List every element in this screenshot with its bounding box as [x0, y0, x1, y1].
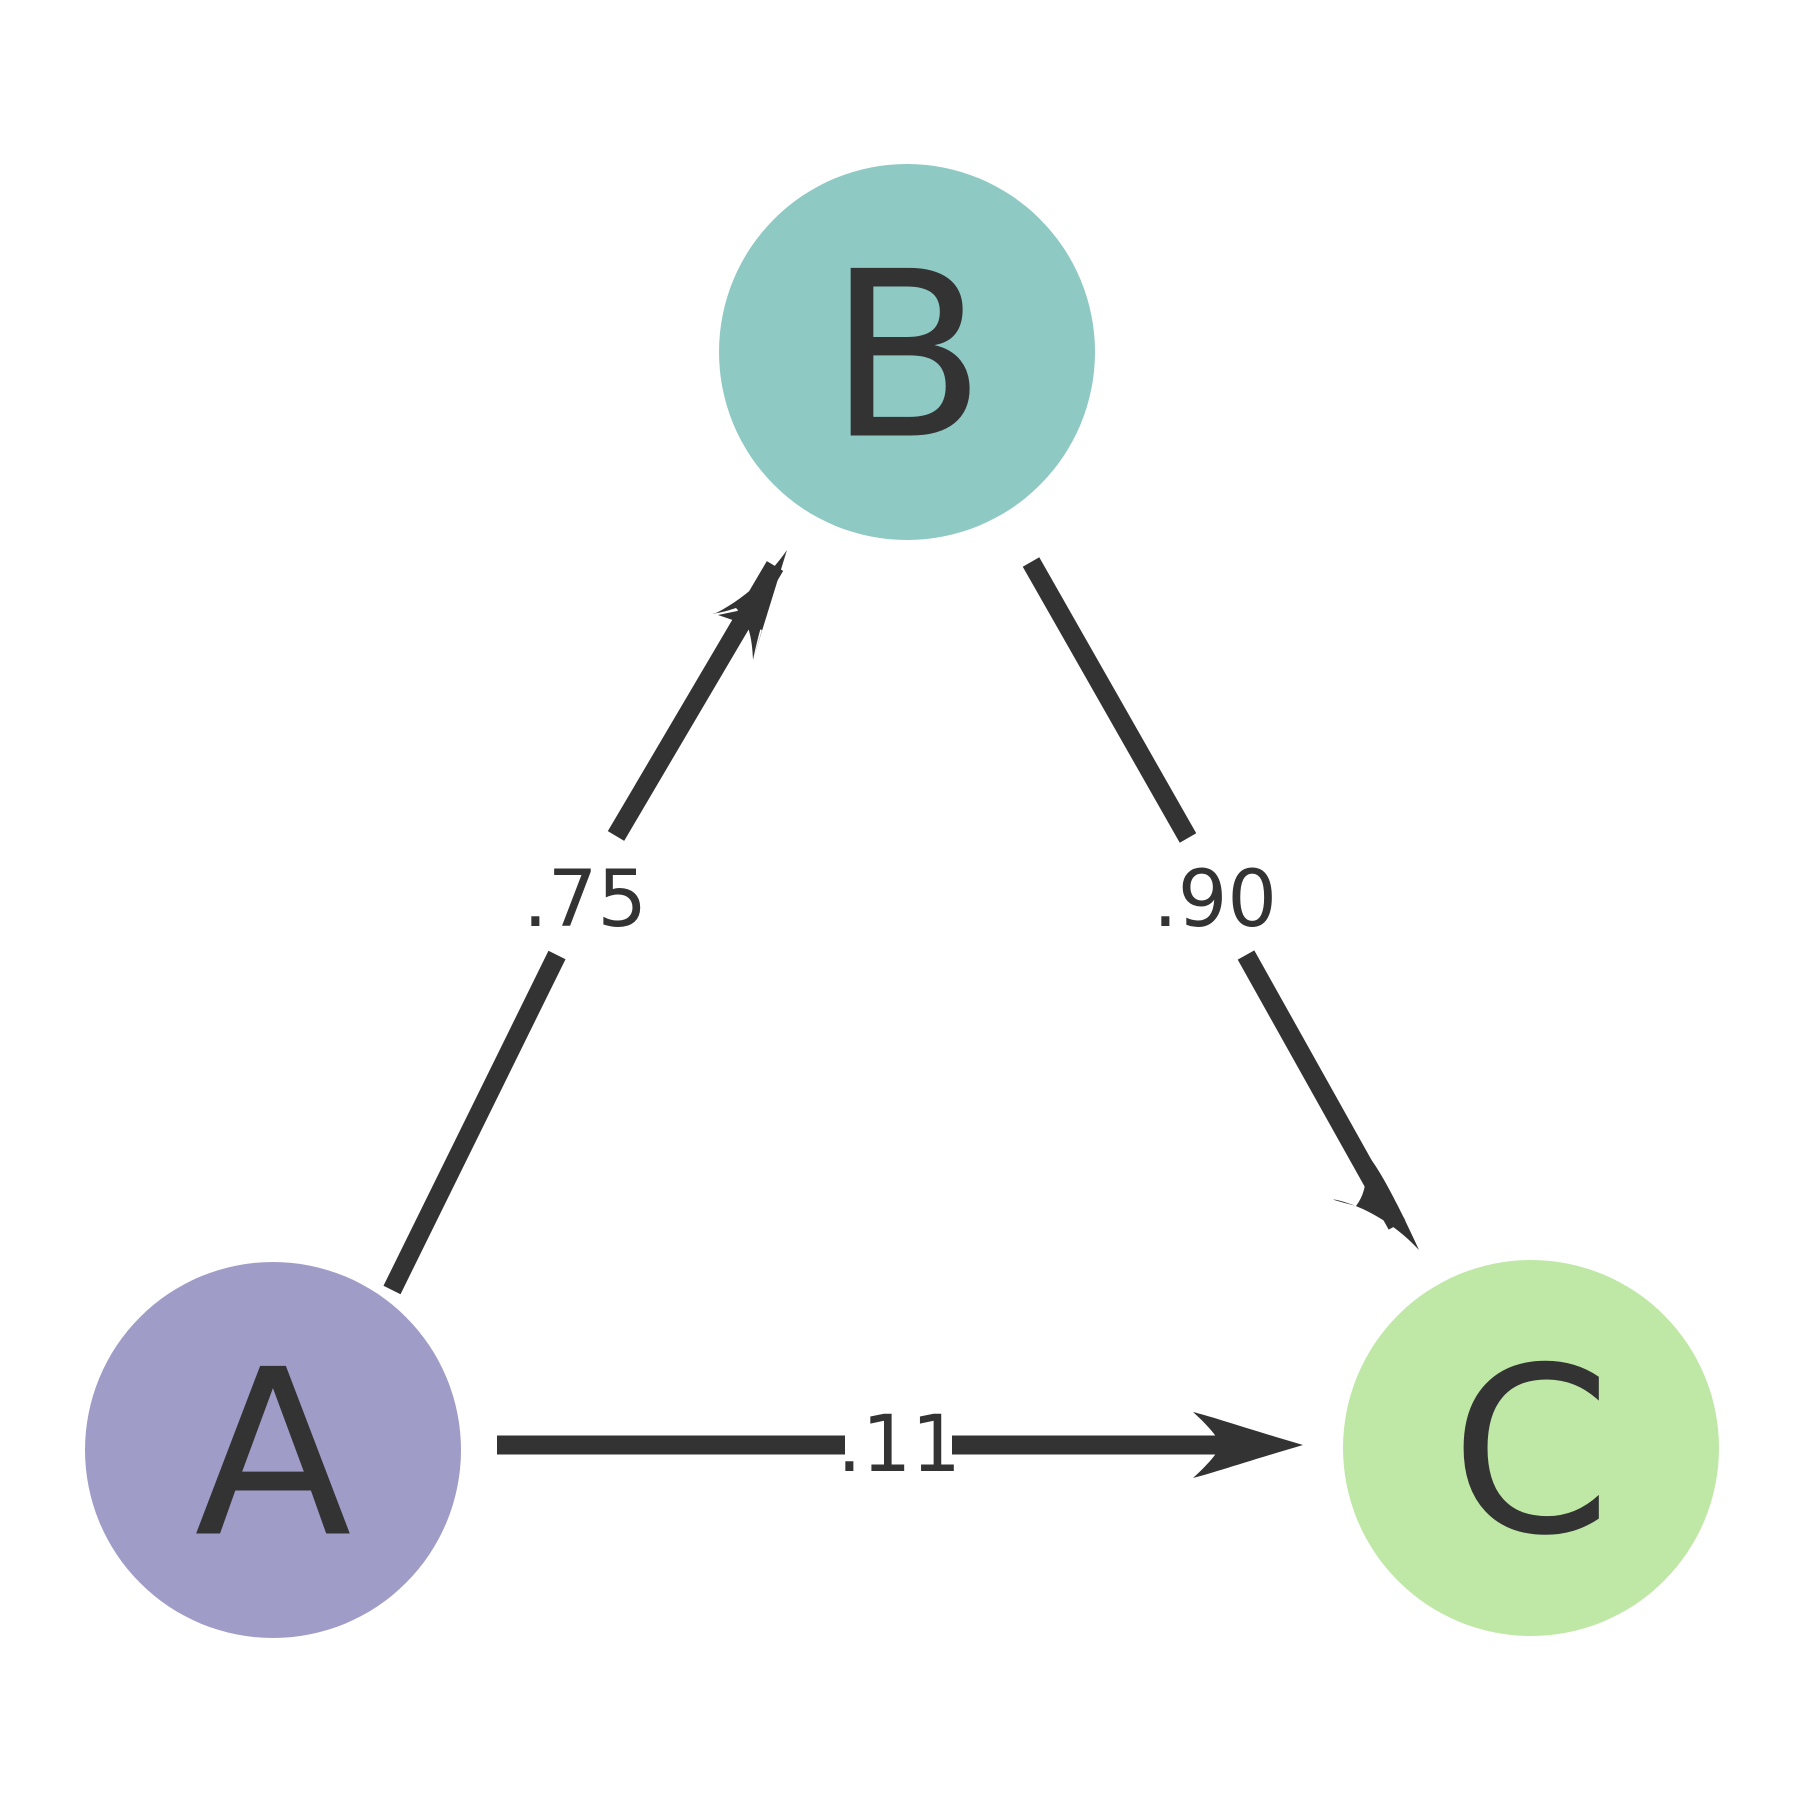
edge-a-to-b[interactable]: .75 [383, 550, 787, 1295]
node-b-label: B [828, 224, 986, 491]
node-a-circle[interactable] [85, 1262, 461, 1638]
edge-label-a-to-b: .75 [523, 855, 647, 945]
node-b[interactable]: B [719, 164, 1095, 540]
node-b-circle[interactable] [719, 164, 1095, 540]
edge-label-b-to-c: .90 [1153, 855, 1277, 945]
node-c-circle[interactable] [1343, 1260, 1719, 1636]
edge-b-to-c[interactable]: .90 [1022, 557, 1419, 1250]
node-c-label: C [1451, 1320, 1612, 1587]
node-c[interactable]: C [1343, 1260, 1719, 1636]
edge-label-a-to-c: .11 [837, 1400, 961, 1490]
edge-a-to-c[interactable]: .11 [497, 1400, 1303, 1490]
node-a-label: A [194, 1322, 351, 1589]
edge-b-to-c-arrowhead [1333, 1152, 1419, 1250]
edge-a-to-c-arrowhead [1193, 1412, 1303, 1478]
node-a[interactable]: A [85, 1262, 461, 1638]
edge-b-to-c-line-upper [1022, 557, 1197, 843]
edge-a-to-b-line-lower [383, 950, 566, 1295]
edge-a-to-b-arrowhead-barbs [712, 550, 787, 660]
